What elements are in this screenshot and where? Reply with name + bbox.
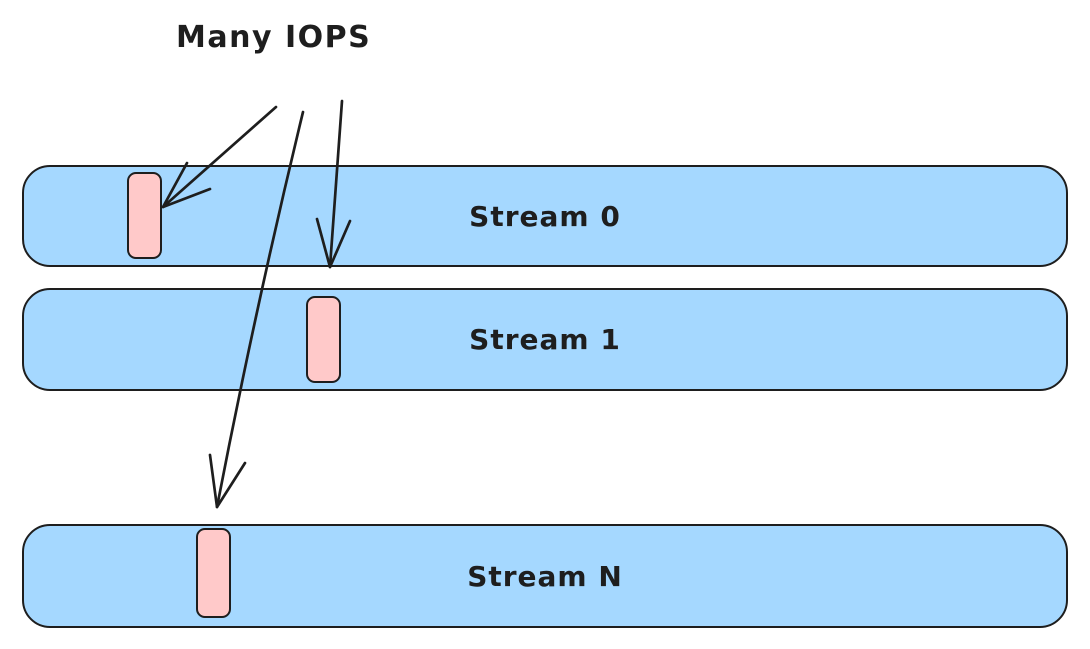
stream-label-1: Stream 1 [469, 323, 621, 356]
arrowhead-icon [208, 453, 247, 509]
stream-bar-n: Stream N [22, 524, 1068, 628]
stream-label-n: Stream N [467, 559, 623, 593]
stream-label-0: Stream 0 [469, 199, 621, 233]
stream-bar-0: Stream 0 [22, 165, 1068, 267]
io-block-stream-1 [306, 296, 341, 383]
many-iops-label: Many IOPS [176, 20, 372, 55]
io-block-stream-n [196, 528, 231, 618]
stream-bar-1: Stream 1 [22, 288, 1068, 391]
io-block-stream-0 [127, 172, 162, 259]
